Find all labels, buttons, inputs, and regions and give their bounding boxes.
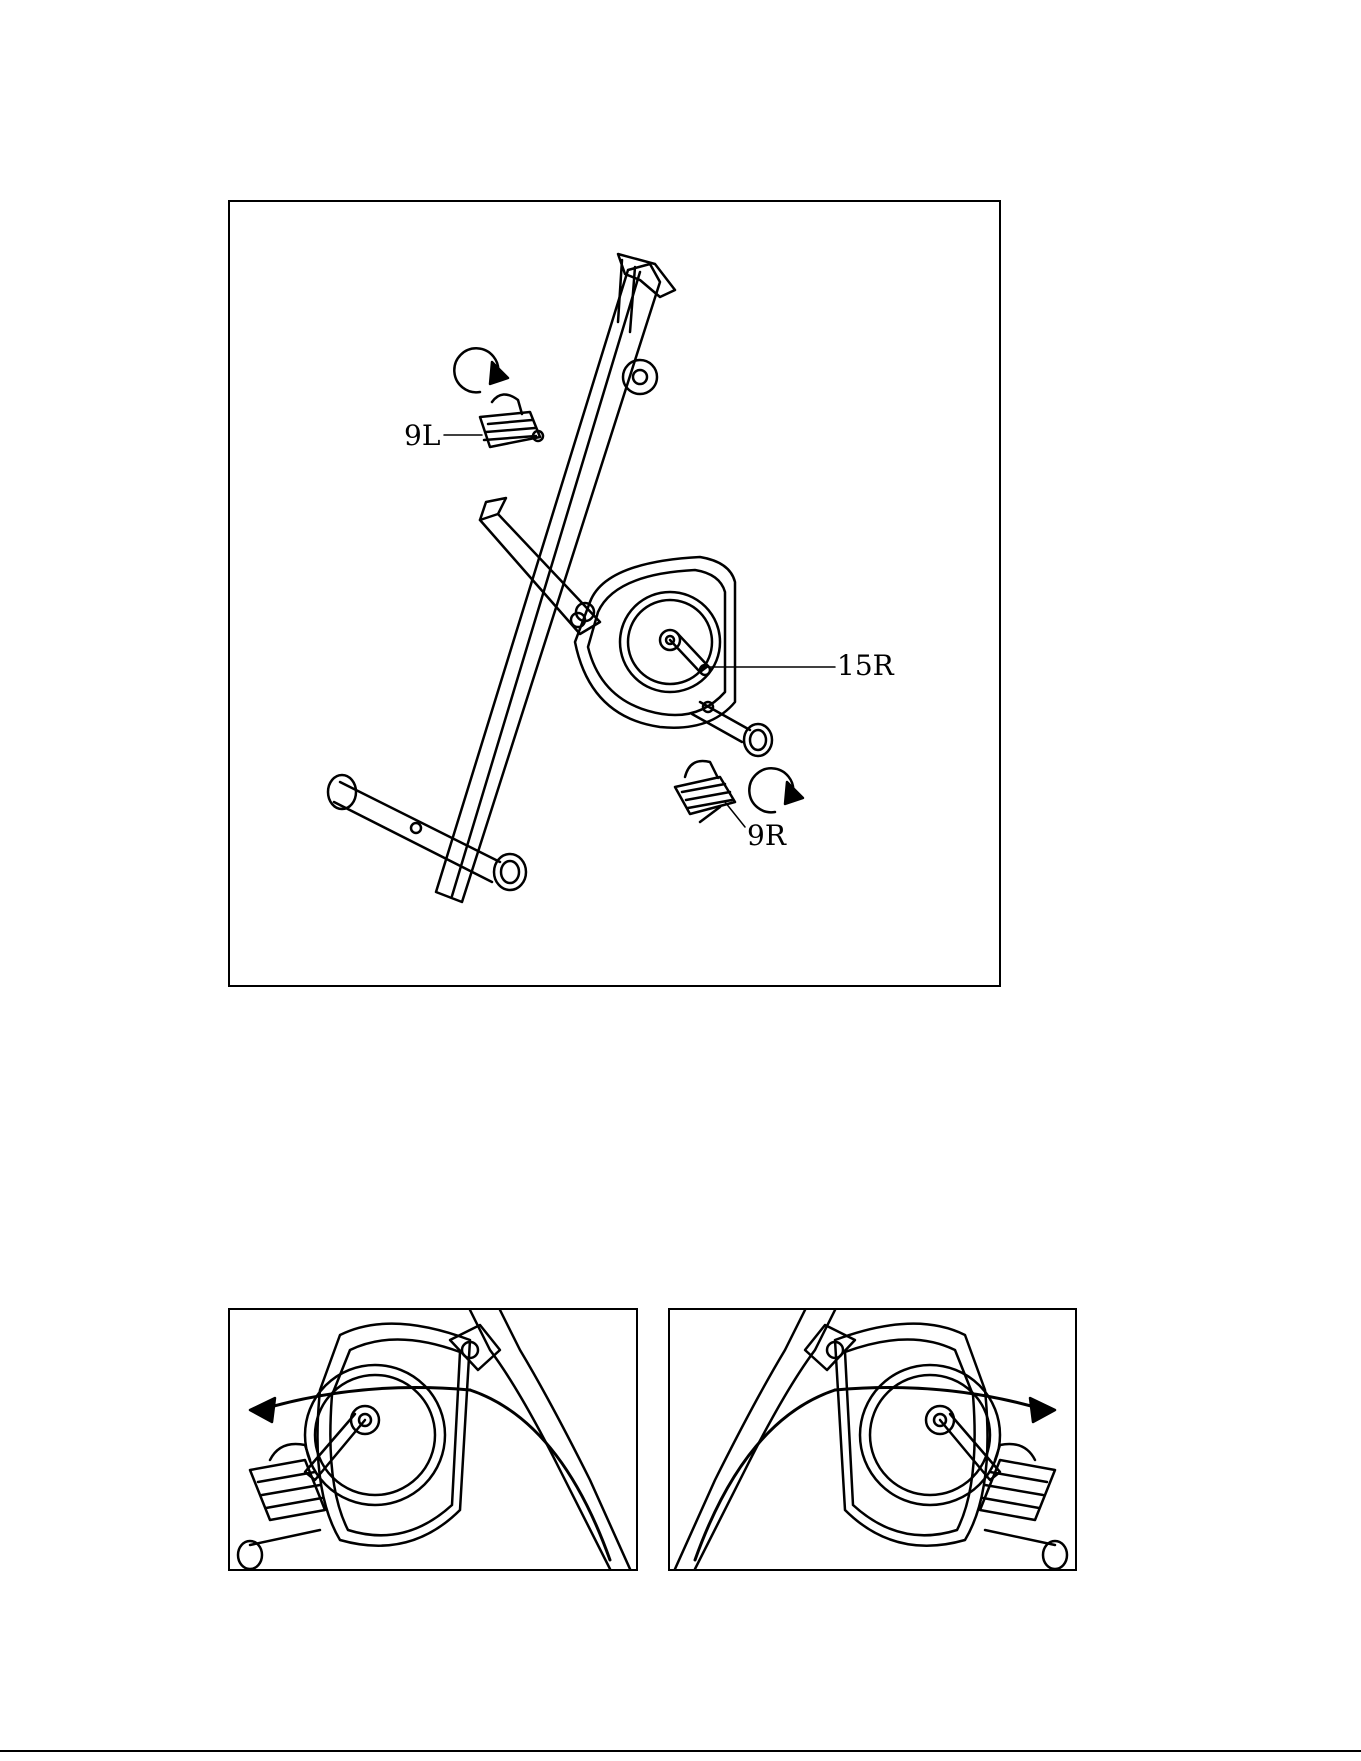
rotation-arrow-right-icon <box>749 768 803 812</box>
seat-post-tube <box>480 498 600 634</box>
label-9l: 9L <box>404 419 440 452</box>
bike-frame-drawing <box>230 202 999 985</box>
left-pedal-drawing <box>480 394 543 447</box>
right-pedal-drawing <box>675 761 735 822</box>
front-stabilizer <box>692 702 772 756</box>
tension-knob <box>623 360 657 394</box>
right-pedal-install-drawing <box>670 1310 1075 1569</box>
label-9r: 9R <box>747 819 786 852</box>
leader-line-9r <box>725 802 745 827</box>
detail-figure-right <box>668 1308 1077 1571</box>
detail-figure-left <box>228 1308 638 1571</box>
label-15r: 15R <box>837 649 894 682</box>
left-pedal-install-drawing <box>230 1310 636 1569</box>
bottom-rule <box>0 1750 1361 1752</box>
main-assembly-figure: 9L 15R 9R <box>228 200 1001 987</box>
rotation-arrow-left-icon <box>454 348 508 392</box>
